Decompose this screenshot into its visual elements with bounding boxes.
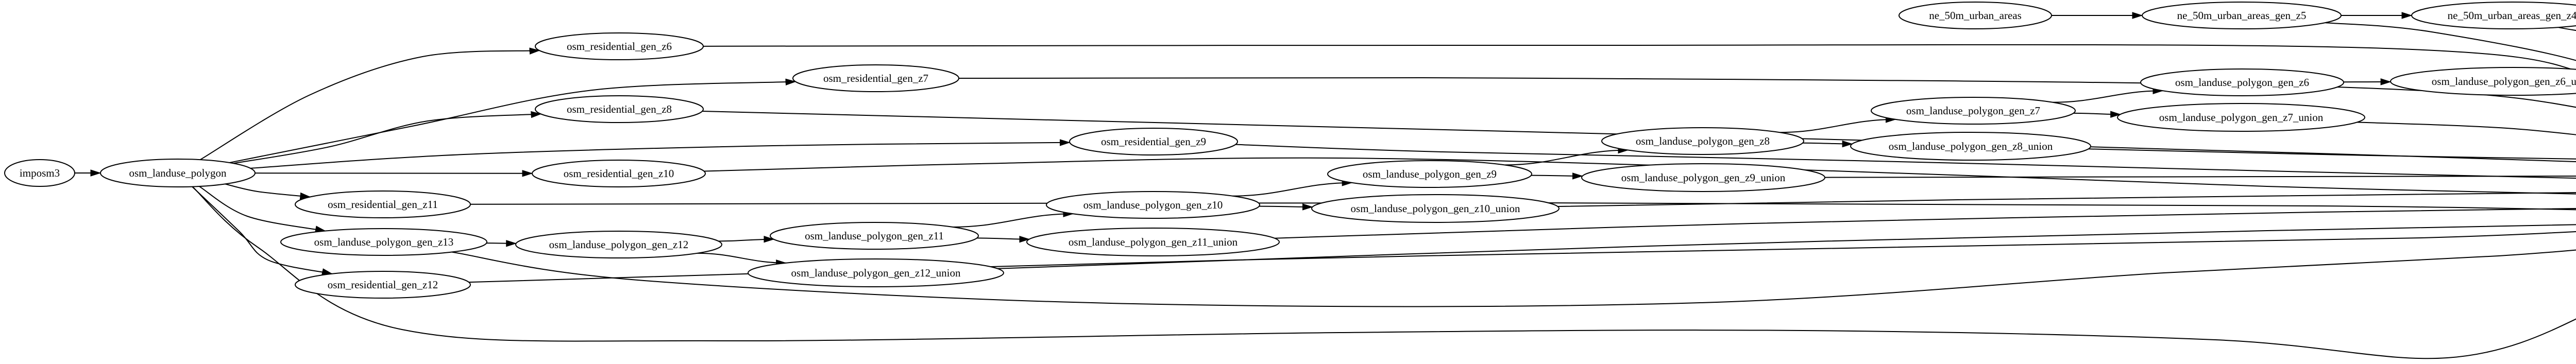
node-imposm3: imposm3: [5, 160, 75, 186]
edge-osm_landuse_polygon_gen_z13-to-osm_landuse_polygon_gen_z12: [486, 243, 516, 244]
node-label: osm_landuse_polygon: [129, 167, 227, 179]
node-label: osm_landuse_polygon_gen_z10: [1083, 199, 1223, 211]
node-ne_50m_urban_areas: ne_50m_urban_areas: [1899, 2, 2052, 29]
edge-osm_landuse_polygon_gen_z7-to-osm_landuse_polygon_gen_z6: [2053, 91, 2163, 102]
node-osm_landuse_polygon_gen_z12: osm_landuse_polygon_gen_z12: [516, 231, 722, 258]
node-label: osm_landuse_polygon_gen_z10_union: [1351, 202, 1520, 215]
node-label: osm_residential_gen_z7: [823, 72, 928, 84]
edge-layer: [75, 15, 2576, 358]
edge-osm_landuse_polygon_gen_z11-to-osm_landuse_polygon_gen_z10: [953, 214, 1073, 227]
edge-osm_landuse_polygon-to-osm_residential_gen_z8: [233, 114, 541, 163]
node-ne_50m_urban_areas_gen_z5: ne_50m_urban_areas_gen_z5: [2142, 2, 2341, 29]
node-label: osm_landuse_polygon_gen_z7_union: [2159, 111, 2324, 124]
node-label: osm_landuse_polygon_gen_z6: [2175, 76, 2309, 89]
edge-osm_landuse_polygon_gen_z10-to-osm_landuse_polygon_gen_z9: [1233, 183, 1352, 196]
node-osm_landuse_polygon_gen_z12_union: osm_landuse_polygon_gen_z12_union: [748, 259, 1004, 287]
node-label: osm_landuse_polygon_gen_z7: [1906, 105, 2040, 117]
edge-osm_landuse_polygon_gen_z8-to-osm_landuse_polygon_gen_z8_union: [1803, 143, 1852, 144]
node-label: osm_residential_gen_z11: [328, 198, 438, 211]
node-label: ne_50m_urban_areas_gen_z4: [2448, 9, 2576, 22]
node-label: imposm3: [20, 167, 60, 179]
node-osm_landuse_polygon_gen_z7_union: osm_landuse_polygon_gen_z7_union: [2117, 103, 2365, 131]
node-osm_landuse_polygon_gen_z13: osm_landuse_polygon_gen_z13: [281, 229, 487, 255]
edge-osm_landuse_polygon_gen_z7-to-osm_landuse_polygon_gen_z7_union: [2074, 113, 2121, 114]
node-label: osm_landuse_polygon_gen_z9: [1363, 168, 1497, 180]
node-label: ne_50m_urban_areas: [1929, 9, 2022, 22]
node-osm_landuse_polygon: osm_landuse_polygon: [100, 159, 255, 187]
node-label: osm_landuse_polygon_gen_z12: [549, 238, 689, 251]
node-label: osm_residential_gen_z12: [328, 279, 438, 291]
node-osm_landuse_polygon_gen_z11_union: osm_landuse_polygon_gen_z11_union: [1027, 228, 1279, 256]
edge-osm_landuse_polygon_gen_z8_union-to-layer_landuse-z8: [2088, 149, 2576, 160]
node-label: osm_landuse_polygon_gen_z11_union: [1069, 236, 1238, 248]
node-osm_landuse_polygon_gen_z10: osm_landuse_polygon_gen_z10: [1046, 192, 1260, 218]
node-label: osm_landuse_polygon_gen_z9_union: [1621, 171, 1786, 184]
node-label: osm_landuse_polygon_gen_z13: [314, 236, 454, 248]
edge-osm_landuse_polygon_gen_z12-to-osm_landuse_polygon_gen_z11: [718, 239, 773, 241]
node-osm_landuse_polygon_gen_z9_union: osm_landuse_polygon_gen_z9_union: [1582, 164, 1825, 192]
edge-osm_landuse_polygon_gen_z9_union-to-layer_landuse-z9: [1825, 176, 2576, 178]
edge-osm_landuse_polygon_gen_z7_union-to-layer_landuse-z7: [2357, 122, 2576, 144]
node-osm_residential_gen_z8: osm_residential_gen_z8: [535, 96, 703, 123]
node-osm_landuse_polygon_gen_z10_union: osm_landuse_polygon_gen_z10_union: [1312, 195, 1559, 222]
edge-osm_landuse_polygon_gen_z11-to-osm_landuse_polygon_gen_z11_union: [977, 238, 1029, 239]
edge-osm_landuse_polygon-to-osm_residential_gen_z6: [200, 50, 540, 160]
node-label: osm_landuse_polygon_gen_z6_union: [2432, 75, 2576, 88]
edge-osm_landuse_polygon_gen_z10_union-to-layer_landuse-z10: [1557, 192, 2576, 206]
node-label: osm_landuse_polygon_gen_z8: [1636, 135, 1770, 147]
node-osm_landuse_polygon_gen_z7: osm_landuse_polygon_gen_z7: [1871, 97, 2075, 124]
node-label: osm_residential_gen_z10: [564, 167, 674, 180]
edge-osm_landuse_polygon-to-osm_residential_gen_z11: [225, 184, 310, 197]
edge-osm_landuse_polygon_gen_z12-to-osm_landuse_polygon_gen_z12_union: [698, 253, 786, 263]
node-osm_residential_gen_z6: osm_residential_gen_z6: [535, 33, 703, 60]
node-osm_residential_gen_z10: osm_residential_gen_z10: [532, 160, 705, 187]
node-osm_landuse_polygon_gen_z11: osm_landuse_polygon_gen_z11: [770, 222, 978, 249]
node-osm_residential_gen_z12: osm_residential_gen_z12: [295, 271, 470, 298]
node-label: osm_landuse_polygon_gen_z11: [805, 230, 944, 242]
node-label: osm_landuse_polygon_gen_z8_union: [1889, 140, 2053, 152]
node-label: osm_residential_gen_z8: [567, 103, 672, 115]
node-osm_residential_gen_z9: osm_residential_gen_z9: [1070, 128, 1238, 155]
node-osm_residential_gen_z11: osm_residential_gen_z11: [295, 191, 470, 218]
edge-osm_landuse_polygon-to-osm_residential_gen_z7: [229, 82, 795, 163]
node-osm_residential_gen_z7: osm_residential_gen_z7: [793, 65, 959, 92]
edge-osm_landuse_polygon_gen_z10-to-osm_landuse_polygon_gen_z10_union: [1259, 206, 1313, 207]
node-osm_landuse_polygon_gen_z8_union: osm_landuse_polygon_gen_z8_union: [1851, 132, 2091, 160]
node-label: osm_residential_gen_z6: [567, 40, 672, 53]
node-ne_50m_urban_areas_gen_z4: ne_50m_urban_areas_gen_z4: [2412, 2, 2576, 29]
node-osm_landuse_polygon_gen_z6: osm_landuse_polygon_gen_z6: [2141, 69, 2344, 96]
node-label: osm_residential_gen_z9: [1101, 135, 1206, 148]
node-osm_landuse_polygon_gen_z8: osm_landuse_polygon_gen_z8: [1602, 128, 1804, 154]
node-osm_landuse_polygon_gen_z6_union: osm_landuse_polygon_gen_z6_union: [2391, 67, 2576, 95]
node-osm_landuse_polygon_gen_z9: osm_landuse_polygon_gen_z9: [1328, 161, 1532, 187]
node-label: ne_50m_urban_areas_gen_z5: [2177, 9, 2307, 22]
edge-osm_landuse_polygon-to-osm_residential_gen_z10: [255, 173, 532, 174]
edge-osm_landuse_polygon_gen_z8-to-osm_landuse_polygon_gen_z7: [1780, 119, 1896, 132]
node-label: osm_landuse_polygon_gen_z12_union: [791, 267, 961, 279]
